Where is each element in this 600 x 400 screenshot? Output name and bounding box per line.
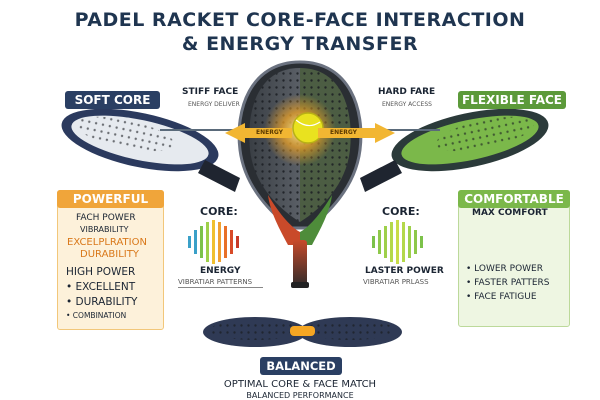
balanced-label: BALANCED	[260, 357, 342, 375]
hard-fare-sub: ENERGY ACCESS	[382, 101, 432, 108]
comfortable-line-2: • LOWER POWER	[466, 264, 543, 274]
powerful-line-6: • EXCELLENT	[66, 281, 136, 293]
right-core-label: CORE:	[382, 205, 420, 218]
comfortable-line-4: • FACE FATIGUE	[466, 292, 537, 302]
stiff-face-sub: ENERGY DELIVER	[188, 101, 240, 108]
powerful-line-2: VIBRABILITY	[80, 225, 129, 234]
bottom-line-1: OPTIMAL CORE & FACE MATCH	[223, 379, 377, 390]
left-energy-arrow	[225, 123, 292, 143]
comfortable-line-1: MAX COMFORT	[472, 208, 548, 218]
powerful-panel	[57, 190, 164, 330]
powerful-line-5: HIGH POWER	[66, 266, 136, 278]
comfortable-label: COMFORTABLE	[458, 190, 570, 208]
left-arrow-label: ENERGY	[256, 129, 283, 136]
left-core-label: CORE:	[200, 205, 238, 218]
bottom-line-2: BALANCED PERFORMANCE	[246, 391, 354, 400]
left-core-caption: ENERGY	[200, 266, 241, 276]
powerful-label: POWERFUL	[57, 190, 164, 208]
left-core-sub: VIBRATIAR PATTERNS	[178, 278, 253, 286]
comfortable-panel	[458, 190, 570, 327]
left-racket-icon	[61, 108, 240, 192]
right-core-sub: VIBRATIAR PRLASS	[363, 278, 429, 286]
flexible-face-label: FLEXIBLE FACE	[458, 91, 566, 109]
soft-core-label: SOFT CORE	[65, 91, 160, 109]
right-arrow-label: ENERGY	[330, 129, 357, 136]
powerful-line-3: EXCELPLRATION	[67, 237, 147, 248]
powerful-line-1: FACH POWER	[76, 213, 136, 223]
hard-fare-label: HARD FARE	[378, 87, 436, 97]
title-line-1: PADEL RACKET CORE-FACE INTERACTION	[74, 9, 526, 31]
right-core-caption: LASTER POWER	[365, 266, 444, 276]
powerful-line-8: • COMBINATION	[66, 311, 127, 320]
diagram-title: PADEL RACKET CORE-FACE INTERACTION & ENE…	[0, 8, 600, 56]
central-racket-icon	[237, 60, 363, 288]
left-core-underline	[178, 287, 263, 288]
stiff-face-label: STIFF FACE	[182, 87, 239, 97]
right-vibration-icon	[372, 220, 423, 264]
powerful-line-4: DURABILITY	[80, 249, 139, 260]
powerful-line-7: • DURABILITY	[66, 296, 138, 308]
balanced-rackets-icon	[203, 317, 402, 347]
right-racket-icon	[360, 108, 549, 192]
title-line-2: & ENERGY TRANSFER	[181, 33, 419, 55]
comfortable-line-3: • FASTER PATTERS	[466, 278, 550, 288]
left-vibration-icon	[188, 220, 239, 264]
right-energy-arrow	[318, 123, 395, 143]
